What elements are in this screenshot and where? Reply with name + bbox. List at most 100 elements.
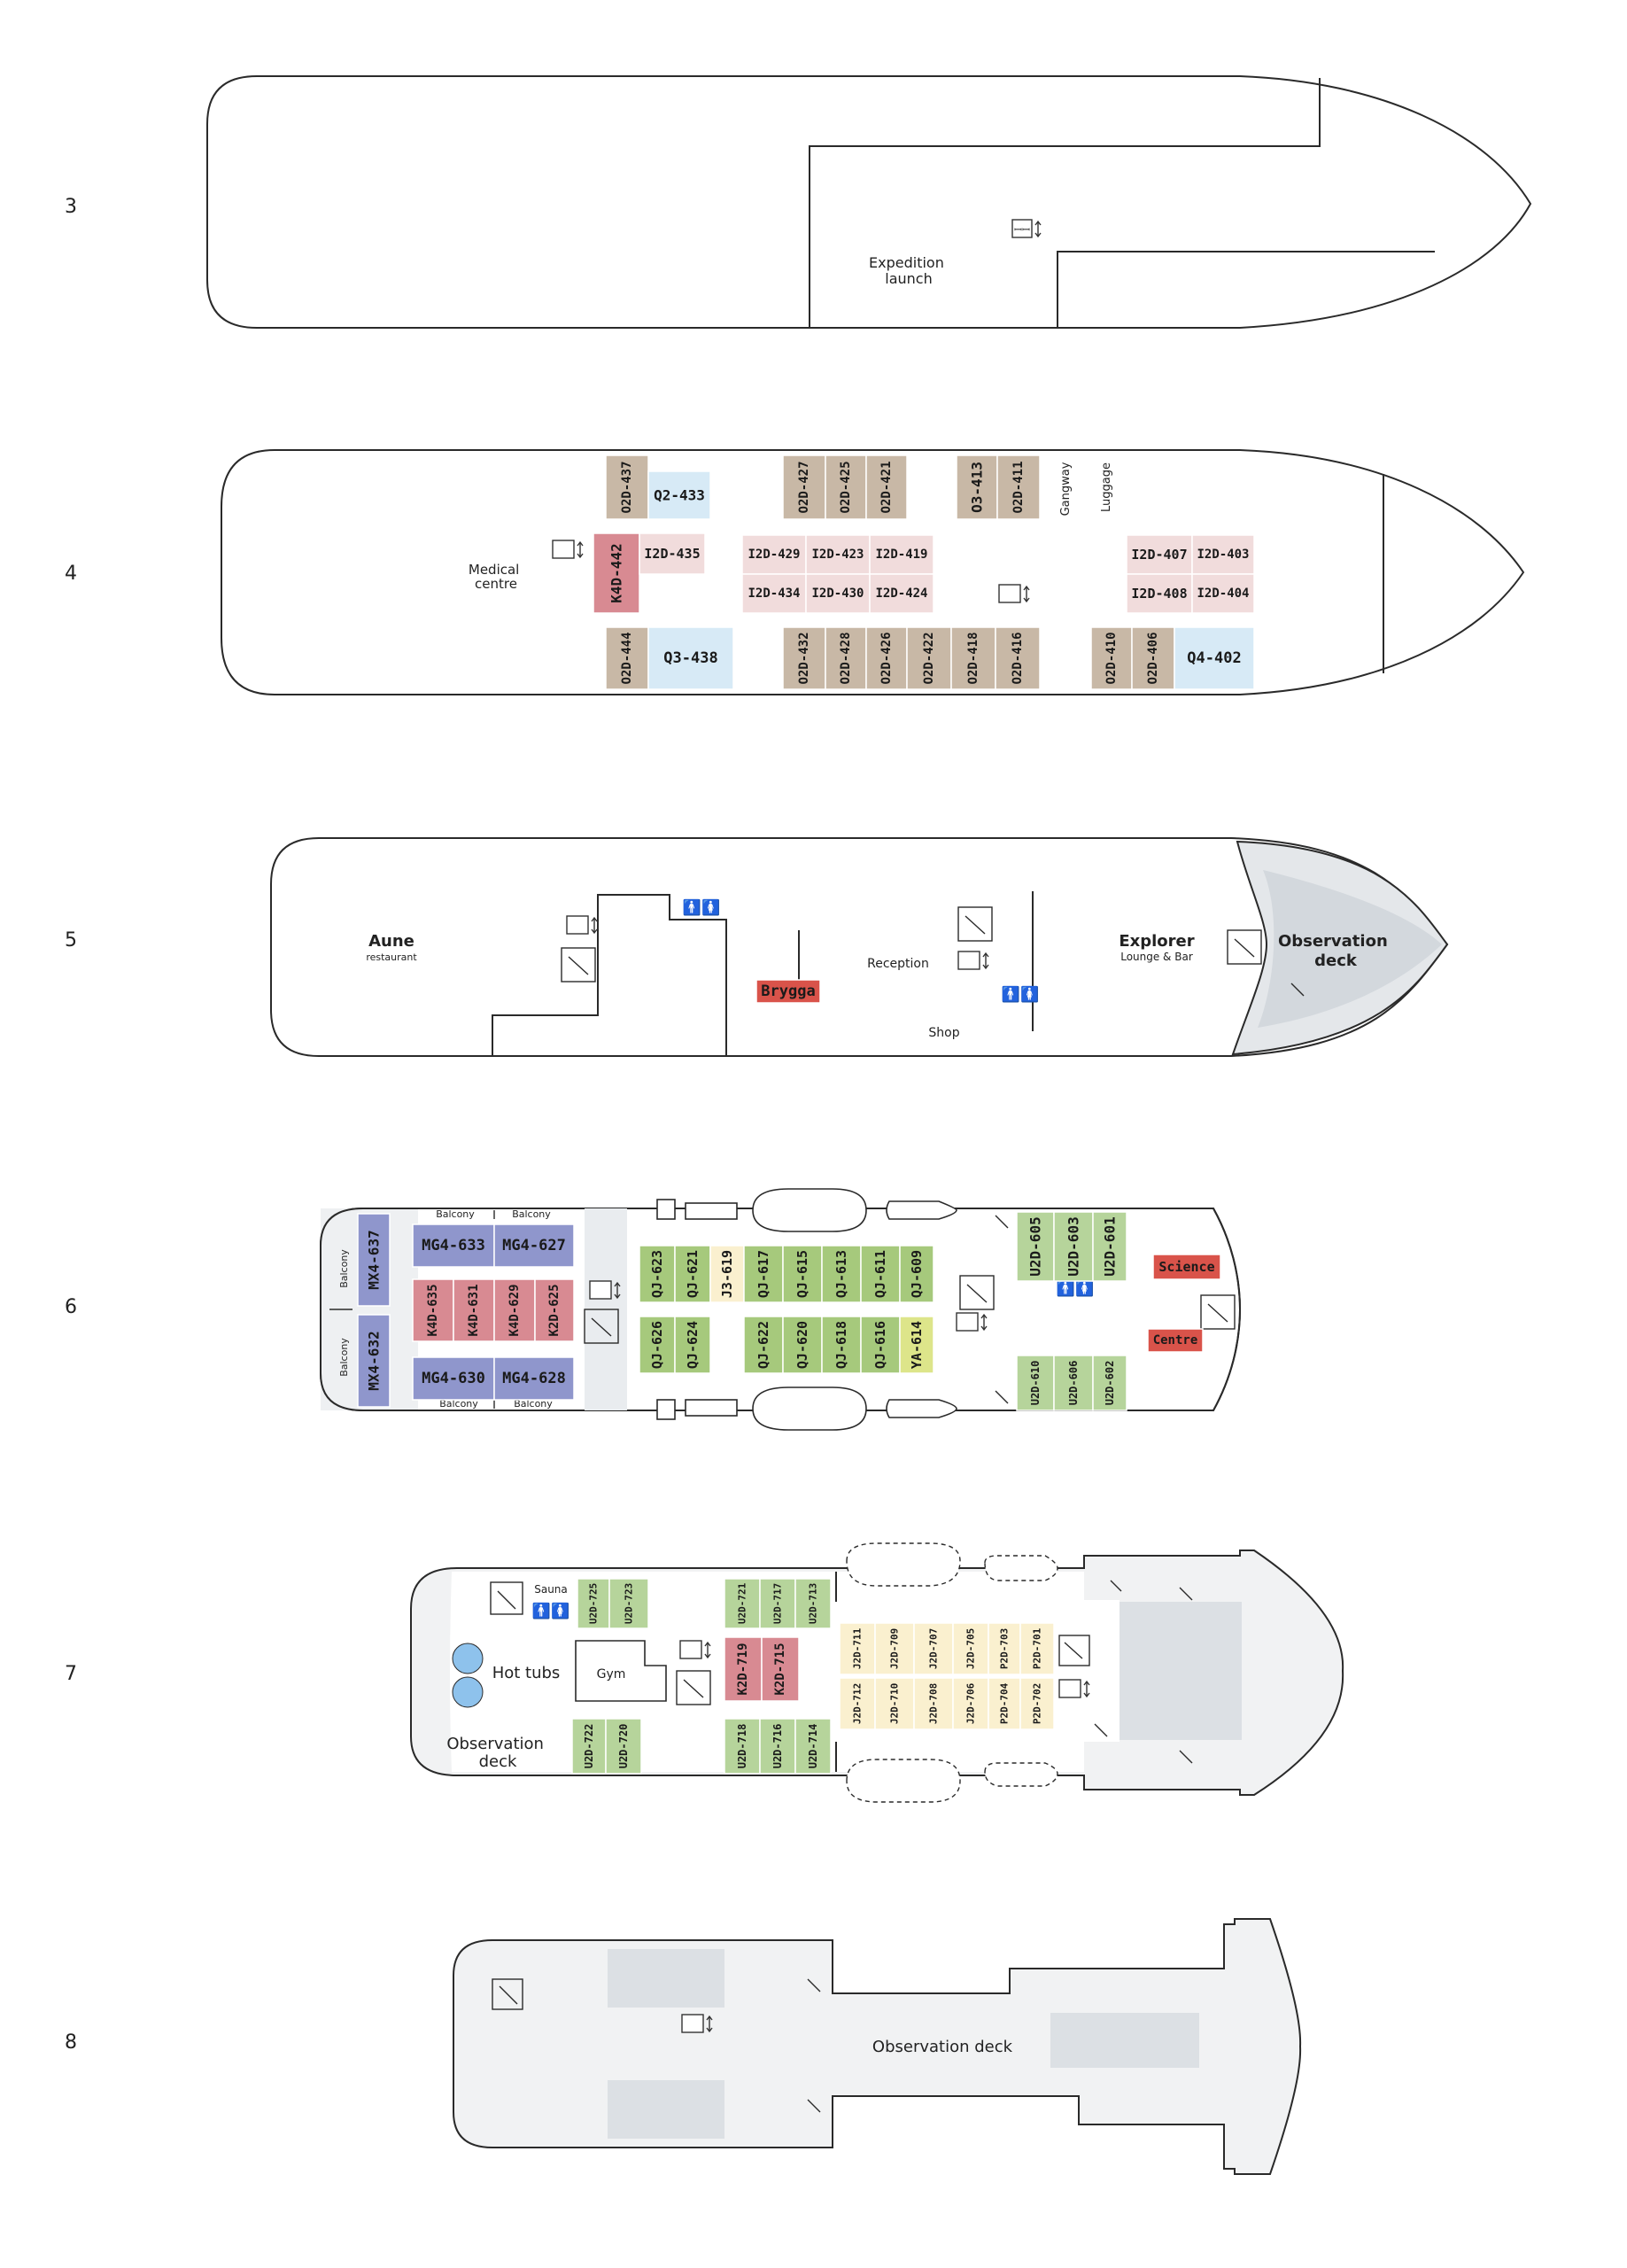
cabin-box[interactable] (493, 1356, 575, 1401)
cabin-box[interactable] (647, 470, 711, 520)
cabin-box[interactable] (860, 1316, 901, 1374)
cabin-box[interactable] (639, 1245, 676, 1303)
deck-5: 🚹🚺 🚹🚺 Aune restaurant Reception Shop Exp… (270, 837, 1449, 1057)
cabin-box[interactable] (1019, 1622, 1055, 1675)
cabin-box[interactable] (647, 626, 734, 690)
cabin-box[interactable] (724, 1636, 763, 1702)
cabin-box[interactable] (755, 979, 821, 1004)
elevator-icon (566, 915, 598, 935)
cabin-box[interactable] (577, 1578, 610, 1629)
cabin-box[interactable] (1019, 1677, 1055, 1730)
cabin-box[interactable] (988, 1677, 1021, 1730)
cabin-box[interactable] (1174, 626, 1255, 690)
cabin-box[interactable] (1053, 1355, 1094, 1411)
cabin-box[interactable] (913, 1622, 954, 1675)
cabin-label: O2D-418 (966, 632, 980, 684)
cabin-box[interactable] (1053, 1211, 1094, 1282)
cabin-box[interactable] (839, 1677, 876, 1730)
deck-number-6: 6 (65, 1296, 77, 1318)
cabin-box[interactable] (874, 1677, 915, 1730)
cabin-box[interactable] (865, 626, 908, 690)
cabin-box[interactable] (1126, 573, 1193, 614)
cabin-label: I2D-429 (748, 548, 800, 562)
cabin-box[interactable] (1191, 534, 1255, 575)
cabin-box[interactable] (674, 1316, 711, 1374)
balcony-labels: Balcony Balcony Balcony Balcony Balcony … (338, 1208, 553, 1410)
cabin-box[interactable] (782, 1245, 823, 1303)
cabin-label: K2D-625 (547, 1284, 562, 1336)
cabin-box[interactable] (1147, 1328, 1204, 1353)
cabin-box[interactable] (794, 1578, 832, 1629)
cabin-label: MG4-628 (502, 1370, 566, 1387)
cabin-label: O2D-432 (797, 632, 811, 684)
label-balcony-2: Balcony (512, 1208, 551, 1220)
cabin-box[interactable] (1131, 626, 1175, 690)
cabin-box[interactable] (825, 626, 867, 690)
cabin-box[interactable] (1016, 1211, 1055, 1282)
elevator-icon (956, 1312, 988, 1332)
label-balcony-1: Balcony (436, 1208, 475, 1220)
cabin-box[interactable] (869, 573, 934, 614)
cabin-box[interactable] (741, 534, 807, 575)
cabin-box[interactable] (761, 1636, 800, 1702)
cabin-box[interactable] (741, 573, 807, 614)
cabin-box[interactable] (608, 1578, 649, 1629)
cabin-box[interactable] (913, 1677, 954, 1730)
cabin-box[interactable] (860, 1245, 901, 1303)
cabin-box[interactable] (1191, 573, 1255, 614)
cabin-label: U2D-723 (624, 1583, 635, 1624)
cabin-box[interactable] (412, 1356, 495, 1401)
elevator-icon (957, 951, 989, 970)
cabin-box[interactable] (906, 626, 952, 690)
label-luggage: Luggage (1100, 462, 1113, 512)
cabin-label: U2D-603 (1065, 1216, 1082, 1276)
cabin-box[interactable] (821, 1245, 862, 1303)
cabin-box[interactable] (996, 454, 1041, 520)
cabin-box[interactable] (1092, 1211, 1127, 1282)
cabin-box[interactable] (805, 534, 871, 575)
cabin-box[interactable] (743, 1245, 784, 1303)
cabin-box[interactable] (782, 1316, 823, 1374)
cabin-box[interactable] (759, 1578, 796, 1629)
cabin-label: O2D-422 (922, 632, 936, 684)
cabin-label: I2D-430 (811, 586, 864, 601)
cabin-box[interactable] (453, 1278, 495, 1342)
cabin-box[interactable] (995, 626, 1041, 690)
cabin-box[interactable] (782, 626, 826, 690)
cabin-box[interactable] (1016, 1355, 1055, 1411)
cabin-box[interactable] (605, 626, 649, 690)
stairs-icon (492, 1978, 821, 2113)
label-aune-sub: restaurant (366, 951, 417, 963)
cabin-box[interactable] (639, 532, 706, 575)
cabin-box[interactable] (874, 1622, 915, 1675)
cabin-box[interactable] (357, 1213, 391, 1307)
cabin-box[interactable] (534, 1278, 575, 1342)
cabin-label: Brygga (761, 983, 815, 1000)
cabin-box[interactable] (1092, 1355, 1127, 1411)
cabin-box[interactable] (794, 1718, 832, 1775)
cabin-label: K2D-715 (773, 1643, 787, 1695)
cabin-box[interactable] (357, 1314, 391, 1408)
cabin-label: MX4-637 (366, 1230, 383, 1289)
cabin-box[interactable] (759, 1718, 796, 1775)
cabin-box[interactable] (825, 454, 867, 520)
cabin-box[interactable] (869, 534, 934, 575)
cabin-box[interactable] (724, 1718, 761, 1775)
cabin-box[interactable] (952, 1677, 989, 1730)
cabin-box[interactable] (571, 1718, 607, 1775)
deck-number-5: 5 (65, 929, 77, 951)
cabin-box[interactable] (605, 1718, 642, 1775)
cabin-box[interactable] (956, 454, 998, 520)
cabin-box[interactable] (639, 1316, 676, 1374)
cabin-box[interactable] (493, 1278, 536, 1342)
cabin-box[interactable] (865, 454, 908, 520)
cabin-box[interactable] (493, 1223, 575, 1268)
label-shop: Shop (928, 1026, 959, 1040)
cabin-box[interactable] (743, 1316, 784, 1374)
cabin-box[interactable] (1152, 1254, 1221, 1280)
cabin-label: U2D-716 (771, 1724, 784, 1769)
cabin-box[interactable] (899, 1245, 934, 1303)
cabin-box[interactable] (899, 1316, 934, 1374)
cabin-box[interactable] (988, 1622, 1021, 1675)
